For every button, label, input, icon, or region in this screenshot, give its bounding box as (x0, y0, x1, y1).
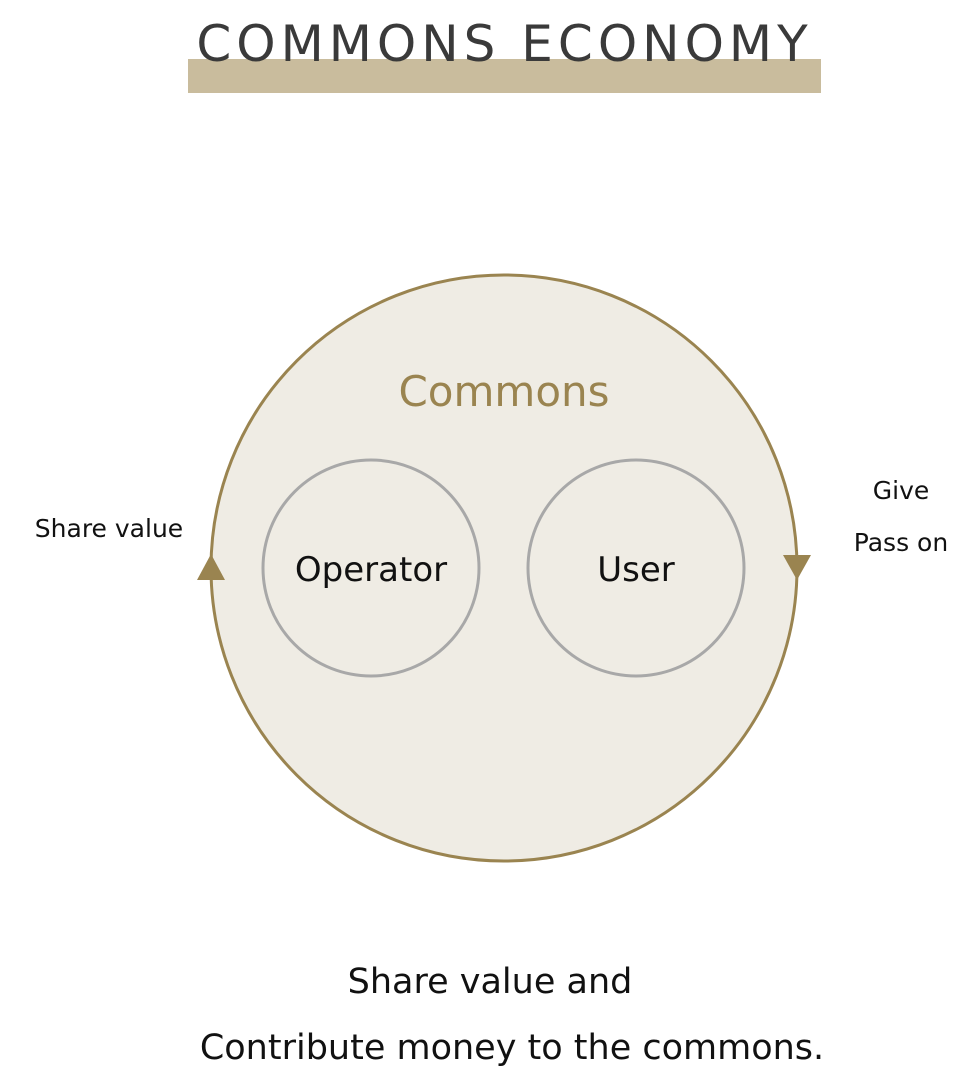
commons-label: Commons (398, 367, 609, 416)
caption-line-2: Contribute money to the commons. (199, 1028, 825, 1068)
share-value-label: Share value (35, 514, 183, 543)
user-node (526, 458, 746, 678)
arrow-up-icon (197, 554, 225, 580)
operator-label: Operator (295, 550, 447, 590)
caption-line-1: Share value and (347, 962, 633, 1002)
arrow-down-icon (783, 555, 811, 580)
pass-on-label: Pass on (854, 528, 948, 557)
page-title: COMMONS ECONOMY (196, 15, 813, 73)
give-label: Give (873, 476, 930, 505)
operator-node (261, 458, 481, 678)
user-label: User (597, 550, 675, 590)
title-underline-band (188, 59, 821, 93)
